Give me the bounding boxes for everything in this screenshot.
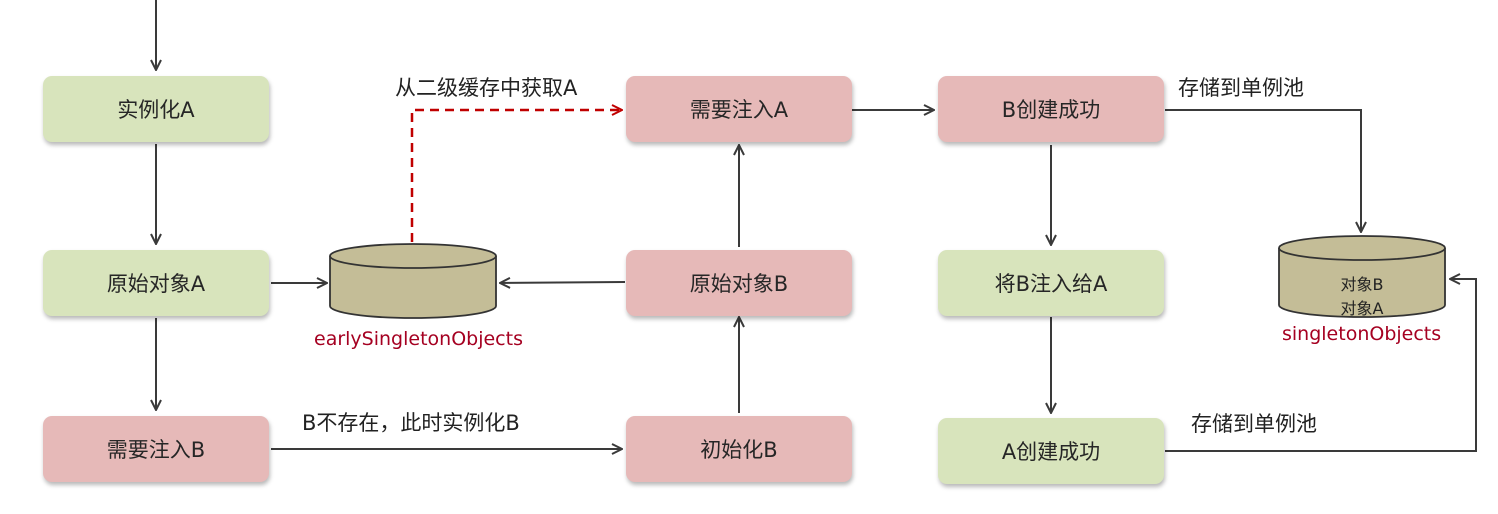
dashed-arrow-cache-to-inject-a xyxy=(410,110,622,242)
singleton-item-b: 对象B xyxy=(1340,275,1384,294)
box-inject-b-to-a: 将B注入给A xyxy=(938,250,1164,316)
label-b-not-exist: B不存在，此时实例化B xyxy=(302,411,520,435)
arrow-raw-b-to-early-cache xyxy=(500,282,626,283)
label-store-pool-bottom: 存储到单例池 xyxy=(1191,412,1317,436)
arrow-a-created-to-singleton-pool xyxy=(1165,279,1477,452)
early-cache-name: earlySingletonObjects xyxy=(314,328,523,350)
box-raw-object-a: 原始对象A xyxy=(43,250,269,316)
box-inject-b: 需要注入B xyxy=(43,416,269,482)
arrow-b-created-to-singleton-pool xyxy=(1165,109,1361,232)
singleton-cache-cylinder xyxy=(1278,235,1446,318)
singleton-item-a: 对象A xyxy=(1340,299,1384,318)
box-raw-object-b: 原始对象B xyxy=(626,250,852,316)
singleton-cache-name: singletonObjects xyxy=(1282,323,1442,345)
box-init-b: 初始化B xyxy=(626,416,852,482)
box-b-created: B创建成功 xyxy=(938,76,1164,142)
box-a-created: A创建成功 xyxy=(938,418,1164,484)
label-store-pool-top: 存储到单例池 xyxy=(1178,76,1304,100)
box-instantiate-a: 实例化A xyxy=(43,76,269,142)
label-get-from-cache: 从二级缓存中获取A xyxy=(395,76,578,100)
box-inject-a: 需要注入A xyxy=(626,76,852,142)
early-cache-cylinder xyxy=(329,243,497,319)
